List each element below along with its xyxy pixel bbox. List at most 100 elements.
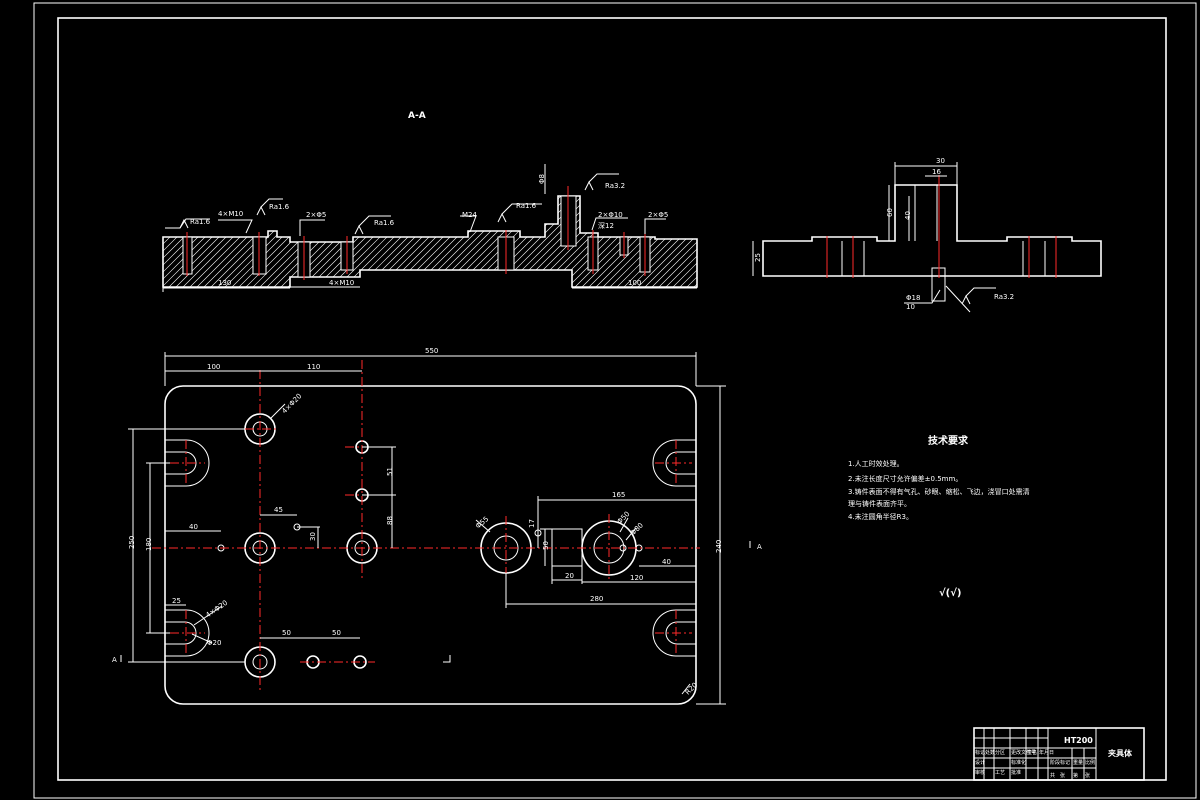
hatch-line [723, 190, 833, 300]
title-cell: 分区 [995, 749, 1005, 756]
title-cell: 审核 [975, 769, 985, 776]
side-height-outer: 60 [886, 208, 894, 217]
title-cell: 批准 [1011, 769, 1021, 776]
side-outline [762, 184, 1102, 277]
plan-right-120: 120 [630, 574, 643, 582]
title-cell: 张 [1085, 772, 1090, 779]
plan-overall: 550 [425, 347, 438, 355]
side-height-inner: 40 [904, 211, 912, 220]
hatch-line [358, 196, 470, 287]
plan-dia-55: Φ55 [474, 515, 490, 530]
hatch-line [337, 196, 449, 287]
hatch-line [638, 196, 697, 287]
plan-corner-r: R20 [684, 681, 699, 696]
plan-outline [164, 385, 697, 705]
section-centerlines [186, 186, 646, 280]
plan-slot-bottom: Φ20 [207, 639, 221, 647]
section-label: A-A [408, 111, 426, 121]
section-bottom-dims: 130 4×M10 100 [162, 279, 697, 292]
hatch-line [379, 196, 491, 287]
plan-right-dia: Φ50 [616, 510, 632, 526]
section-ra-top: Ra3.2 [605, 182, 625, 190]
side-view: 30 16 60 40 25 Φ18 10 Ra3.2 [752, 157, 1102, 313]
hatch-line [716, 190, 826, 300]
side-bottom-depth: 10 [906, 303, 915, 311]
section-len-mid: 4×M10 [329, 279, 354, 287]
plan-view-a-left: A [112, 656, 117, 664]
plan-slot-hole: 4×Φ20 [204, 599, 229, 620]
hatch-line [624, 196, 697, 287]
plan-offset-30: 30 [309, 532, 317, 541]
title-cell: 年月日 [1039, 749, 1054, 756]
plan-offset-40: 40 [189, 523, 198, 531]
hatch-line [386, 196, 498, 287]
side-centerlines [826, 175, 1057, 278]
hatch-line [351, 196, 463, 287]
hatch-line [666, 196, 697, 287]
title-part-name: 夹具体 [1108, 748, 1133, 758]
title-cell: 共 [1050, 772, 1055, 779]
plan-left-offset: 100 [207, 363, 220, 371]
hatch-line [709, 190, 819, 300]
plan-width-50: 50 [542, 541, 550, 550]
title-cell: 比例 [1085, 759, 1095, 766]
title-material-code: HT200 [1064, 736, 1093, 745]
hatch-line [751, 190, 861, 300]
plan-width-17: 17 [528, 519, 536, 528]
plan-centerlines [152, 360, 700, 690]
plan-height-180: 180 [145, 538, 153, 551]
section-thread-mid: M24 [462, 211, 477, 219]
section-len-right: 100 [628, 279, 641, 287]
plan-second-offset: 110 [307, 363, 320, 371]
title-cell: 标准化 [1011, 759, 1026, 766]
title-cell: 处数 [985, 749, 995, 756]
side-base-height: 25 [754, 253, 762, 262]
hatch-line [372, 196, 484, 287]
section-holes-right: 2×Φ10 [598, 211, 623, 219]
title-cell: 重量 [1073, 759, 1083, 766]
section-ra-mid-left: Ra1.6 [269, 203, 290, 211]
hatch-line [673, 196, 697, 287]
hatch-line [758, 190, 868, 300]
hatch-line [694, 196, 697, 287]
hatch-line [610, 196, 697, 287]
hatch-line [730, 190, 840, 300]
technical-requirements: 技术要求 1.人工时效处理。 2.未注长度尺寸允许偏差±0.5mm。 3.铸件表… [848, 434, 1030, 599]
requirement-item: 1.人工时效处理。 [848, 459, 904, 468]
section-ra-mid: Ra1.6 [516, 202, 537, 210]
hatch-line [365, 196, 477, 287]
hatch-line [309, 196, 421, 287]
side-ra-bottom: Ra3.2 [994, 293, 1014, 301]
hatch-line [659, 196, 697, 287]
plan-hole-tl: 4×Φ20 [280, 392, 303, 415]
side-top-width: 30 [936, 157, 945, 165]
hatch-line [687, 196, 697, 287]
section-pins-left: 2×Φ5 [306, 211, 326, 219]
section-holes-left: 4×M10 [218, 210, 243, 218]
title-cell: 更改文件号 [1011, 749, 1036, 756]
hatch-line [652, 196, 697, 287]
requirement-item: 理与铸件表面齐平。 [848, 499, 911, 508]
hatch-line [631, 196, 697, 287]
requirement-item: 4.未注圆角半径R3。 [848, 512, 913, 521]
hatch-line [393, 196, 505, 287]
plan-right-40: 40 [662, 558, 671, 566]
requirement-item: 2.未注长度尺寸允许偏差±0.5mm。 [848, 474, 962, 483]
plan-view-a-right: A [757, 543, 762, 551]
hatch-line [302, 196, 414, 287]
section-ra-left: Ra1.6 [190, 218, 211, 226]
plan-view: 550 100 110 4×Φ20 51 88 45 30 40 250 [112, 347, 762, 705]
plan-dims: 550 100 110 4×Φ20 51 88 45 30 40 250 [112, 347, 762, 705]
requirement-item: 3.铸件表面不得有气孔、砂眼、缩松、飞边，浇冒口处需清 [848, 487, 1030, 496]
side-top-inner: 16 [932, 168, 941, 176]
title-cell: 第 [1073, 772, 1078, 779]
requirements-heading: 技术要求 [928, 434, 969, 447]
title-cell: 张 [1060, 772, 1065, 779]
border-frame [33, 2, 1197, 799]
title-cell: 签名 [1027, 749, 1037, 756]
plan-height-240: 240 [715, 540, 723, 553]
plan-spacing-88: 88 [386, 516, 394, 525]
section-pins-right: 2×Φ5 [648, 211, 668, 219]
title-cell: 工艺 [995, 770, 1005, 776]
